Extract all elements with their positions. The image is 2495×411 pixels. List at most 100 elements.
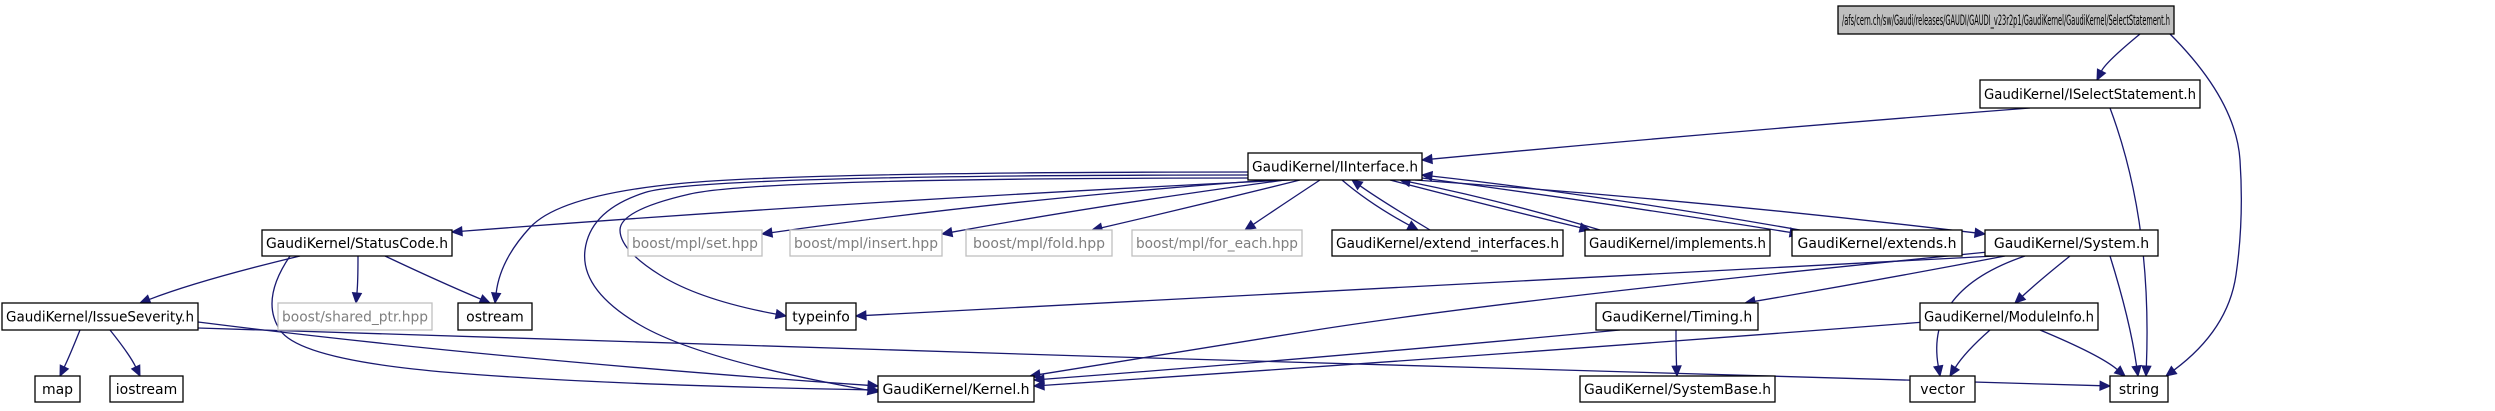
node-label: GaudiKernel/SystemBase.h	[1584, 382, 1771, 398]
arrowhead-icon	[940, 226, 954, 238]
node-box	[1595, 302, 1759, 331]
node-mplset: boost/mpl/set.hpp	[627, 229, 763, 257]
arrowhead-icon	[2113, 365, 2126, 377]
edge-timing-to-systembase	[1671, 329, 1682, 378]
edge-implements-to-iinterface	[1398, 176, 1601, 231]
arrowhead-icon	[450, 225, 463, 237]
edge-iinterface-to-extendif	[1341, 179, 1420, 231]
node-moduleinfo[interactable]: GaudiKernel/ModuleInfo.h	[1919, 302, 2099, 331]
node-label: boost/shared_ptr.hpp	[282, 310, 428, 326]
edge-line	[197, 321, 869, 386]
edge-statuscode-to-issue	[138, 255, 301, 305]
node-vector[interactable]: vector	[1909, 375, 1976, 403]
edge-line	[495, 171, 1257, 294]
arrowhead-icon	[1949, 364, 1961, 378]
node-map[interactable]: map	[34, 375, 81, 403]
node-label: GaudiKernel/Kernel.h	[882, 382, 1029, 398]
node-typeinfo[interactable]: typeinfo	[785, 302, 857, 331]
node-box	[877, 375, 1035, 403]
arrowhead-icon	[478, 294, 492, 304]
edge-extends-to-iinterface	[1420, 170, 1801, 231]
node-label: boost/mpl/insert.hpp	[794, 236, 938, 252]
arrowhead-icon	[1933, 364, 1944, 378]
arrowhead-icon	[2141, 365, 2152, 378]
node-box	[1984, 229, 2159, 257]
arrowhead-icon	[1671, 365, 1682, 378]
node-label: ostream	[466, 310, 524, 326]
node-box	[109, 375, 184, 403]
edge-line	[2169, 33, 2242, 371]
edge-extendif-to-iinterface	[1351, 179, 1431, 231]
node-label: GaudiKernel/extend_interfaces.h	[1336, 236, 1559, 252]
node-system[interactable]: GaudiKernel/System.h	[1984, 229, 2159, 257]
node-label: GaudiKernel/ModuleInfo.h	[1924, 310, 2094, 326]
node-box	[1919, 302, 2099, 331]
node-iinterface[interactable]: GaudiKernel/IInterface.h	[1247, 152, 1423, 181]
edge-system-to-moduleinfo	[2014, 255, 2071, 304]
edge-line	[1039, 251, 1989, 376]
node-mplfold: boost/mpl/fold.hpp	[965, 229, 1113, 257]
node-kernel[interactable]: GaudiKernel/Kernel.h	[877, 375, 1035, 403]
arrowhead-icon	[59, 364, 70, 378]
edge-system-to-vector	[1933, 255, 2026, 378]
node-issue[interactable]: GaudiKernel/IssueSeverity.h	[1, 302, 199, 331]
edge-line	[1431, 175, 1801, 231]
node-box	[1909, 375, 1976, 403]
edge-issue-to-string	[197, 327, 2112, 391]
edge-line	[197, 327, 2101, 387]
edge-line	[583, 174, 1251, 391]
node-box	[789, 229, 943, 257]
edge-statuscode-to-sharedptr	[351, 255, 363, 305]
node-box	[1979, 79, 2201, 109]
arrowhead-icon	[1420, 153, 1433, 165]
node-label: iostream	[116, 382, 178, 398]
edge-iselect-to-iinterface	[1420, 107, 2031, 165]
node-extendif[interactable]: GaudiKernel/extend_interfaces.h	[1331, 229, 1564, 257]
edge-line	[149, 255, 301, 301]
node-systembase[interactable]: GaudiKernel/SystemBase.h	[1579, 375, 1776, 403]
node-box	[1131, 229, 1303, 257]
node-box	[1331, 229, 1564, 257]
node-ostream[interactable]: ostream	[457, 302, 533, 331]
edge-line	[1754, 255, 2006, 302]
node-box	[261, 229, 453, 257]
node-extends[interactable]: GaudiKernel/extends.h	[1791, 229, 1963, 257]
node-string[interactable]: string	[2109, 375, 2169, 403]
edge-line	[1414, 179, 1976, 234]
arrowhead-icon	[774, 308, 788, 320]
edge-issue-to-iostream	[109, 329, 141, 378]
arrowhead-icon	[1420, 170, 1434, 182]
node-label: /afs/cern.ch/sw/Gaudi/releases/GAUDI/GAU…	[1842, 13, 2170, 29]
node-timing[interactable]: GaudiKernel/Timing.h	[1595, 302, 1759, 331]
edge-line	[1936, 255, 2026, 367]
node-box	[965, 229, 1113, 257]
edge-line	[2109, 255, 2138, 367]
arrowhead-icon	[2099, 380, 2112, 391]
edge-iinterface-to-system	[1414, 179, 1987, 238]
node-root[interactable]: /afs/cern.ch/sw/Gaudi/releases/GAUDI/GAU…	[1837, 5, 2175, 35]
node-label: GaudiKernel/Timing.h	[1602, 310, 1752, 326]
node-implements[interactable]: GaudiKernel/implements.h	[1584, 229, 1771, 257]
edge-line	[619, 177, 1253, 315]
arrowhead-icon	[351, 292, 363, 305]
arrowhead-icon	[490, 291, 502, 305]
node-iostream[interactable]: iostream	[109, 375, 184, 403]
node-box	[457, 302, 533, 331]
node-box	[627, 229, 763, 257]
edge-line	[1675, 329, 1678, 367]
edge-root-to-iselect	[2096, 33, 2141, 82]
edge-line	[461, 179, 1291, 232]
node-box	[785, 302, 857, 331]
node-box	[1584, 229, 1771, 257]
node-statuscode[interactable]: GaudiKernel/StatusCode.h	[261, 229, 453, 257]
edge-line	[63, 329, 81, 368]
node-label: GaudiKernel/extends.h	[1798, 236, 1957, 252]
edge-moduleinfo-to-string	[2039, 329, 2126, 377]
edge-iinterface-to-mplforeach	[1243, 179, 1321, 231]
node-box	[277, 302, 433, 331]
edge-moduleinfo-to-kernel	[1032, 321, 1926, 391]
node-iselect[interactable]: GaudiKernel/ISelectStatement.h	[1979, 79, 2201, 109]
edge-moduleinfo-to-vector	[1949, 329, 1991, 378]
edge-line	[1043, 329, 1621, 380]
